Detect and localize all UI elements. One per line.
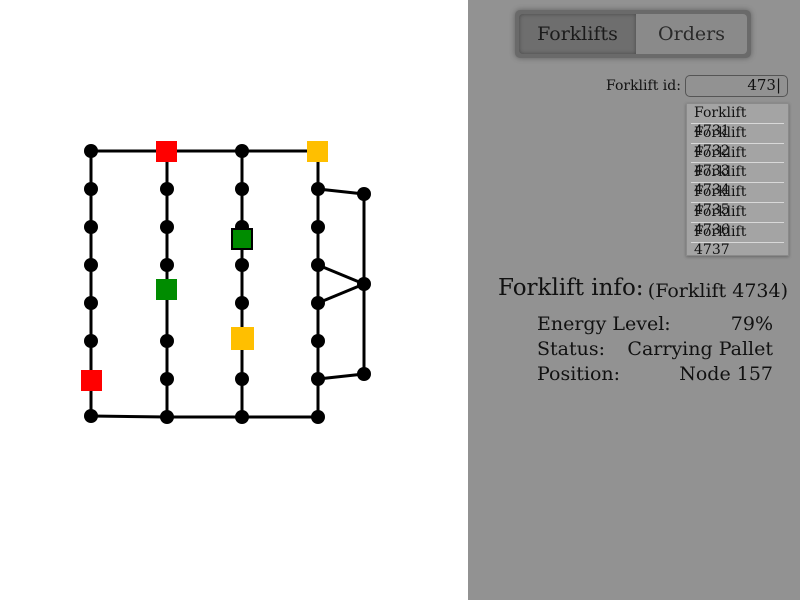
tab-forklifts[interactable]: Forklifts xyxy=(519,14,636,54)
forklift-info-title: Forklift info: xyxy=(498,275,644,301)
forklift-markers[interactable] xyxy=(81,141,328,391)
forklift-marker-green[interactable] xyxy=(156,279,177,300)
forklift-marker-yellow[interactable] xyxy=(231,327,254,350)
forklift-id-input[interactable]: 473| xyxy=(685,75,788,97)
suggestion-item[interactable]: Forklift 4735 xyxy=(691,183,784,218)
warehouse-map xyxy=(81,141,371,424)
forklift-marker-red[interactable] xyxy=(156,141,177,162)
tab-bar: Forklifts Orders xyxy=(515,10,751,58)
suggestion-item[interactable]: Forklift 4734 xyxy=(691,163,784,198)
suggestion-item[interactable]: Forklift 4736 xyxy=(691,203,784,238)
forklift-marker-yellow[interactable] xyxy=(307,141,328,162)
suggestion-item[interactable]: Forklift 4732 xyxy=(691,124,784,159)
forklift-id-label: Forklift id: xyxy=(606,78,681,94)
side-panel: Forklifts Orders Forklift id: 473| Forkl… xyxy=(468,0,800,600)
status-label: Status: xyxy=(537,338,606,360)
suggestion-item[interactable]: Forklift 4733 xyxy=(691,144,784,179)
tab-orders[interactable]: Orders xyxy=(636,14,747,54)
warehouse-graph xyxy=(81,141,371,424)
forklift-suggestion-list[interactable]: Forklift 4731 Forklift 4732 Forklift 473… xyxy=(686,103,789,258)
forklift-marker-green-selected[interactable] xyxy=(231,228,253,250)
forklift-marker-red[interactable] xyxy=(81,370,102,391)
selected-forklift-name: (Forklift 4734) xyxy=(647,280,788,302)
graph-nodes xyxy=(84,144,371,424)
suggestion-item[interactable]: Forklift 4731 xyxy=(691,104,784,139)
energy-level-value: 79% xyxy=(730,313,773,335)
position-label: Position: xyxy=(537,363,621,385)
position-value: Node 157 xyxy=(679,363,773,385)
suggestion-item[interactable]: Forklift 4737 xyxy=(691,223,784,258)
status-value: Carrying Pallet xyxy=(627,338,773,360)
energy-level-label: Energy Level: xyxy=(537,313,671,335)
